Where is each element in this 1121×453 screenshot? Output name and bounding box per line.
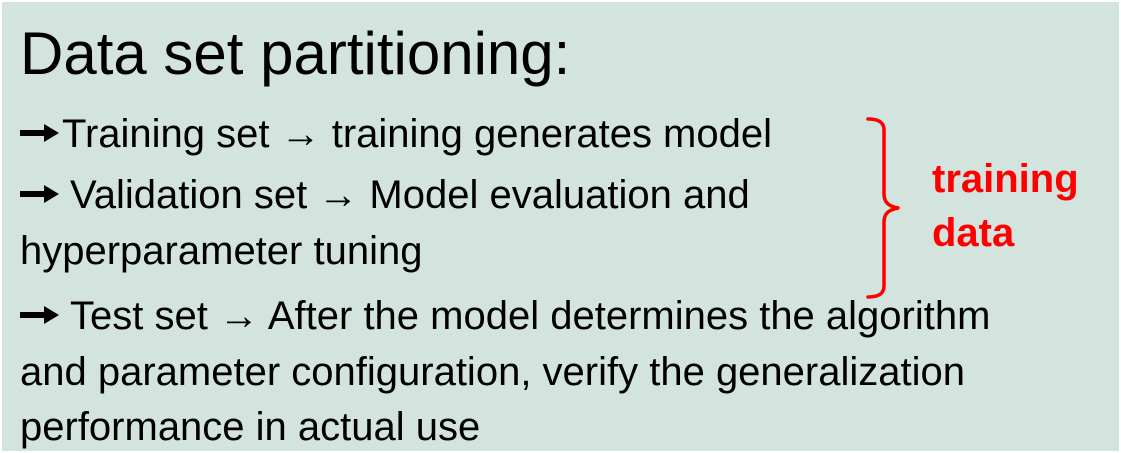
right-arrow-icon bbox=[20, 292, 60, 340]
annotation-line: data bbox=[932, 211, 1015, 255]
list-item-test-set: Test set → After the model determines th… bbox=[20, 292, 990, 340]
right-arrow-icon bbox=[20, 110, 60, 158]
right-brace-icon bbox=[866, 117, 900, 299]
list-item-text: Test set → After the model determines th… bbox=[70, 294, 991, 338]
annotation-line: training bbox=[932, 157, 1079, 201]
list-item-text: Training set → training generates model bbox=[62, 112, 772, 156]
list-item-continuation: performance in actual use bbox=[20, 405, 481, 449]
list-item-training-set: Training set → training generates model bbox=[20, 110, 772, 158]
list-item-continuation: and parameter configuration, verify the … bbox=[20, 350, 965, 394]
slide-title: Data set partitioning: bbox=[20, 20, 571, 87]
list-item-validation-set: Validation set → Model evaluation and bbox=[20, 171, 750, 219]
annotation-training-data: training data bbox=[932, 152, 1079, 260]
list-item-text: Validation set → Model evaluation and bbox=[70, 173, 750, 217]
list-item-continuation: hyperparameter tuning bbox=[20, 229, 423, 273]
right-arrow-icon bbox=[20, 171, 60, 219]
